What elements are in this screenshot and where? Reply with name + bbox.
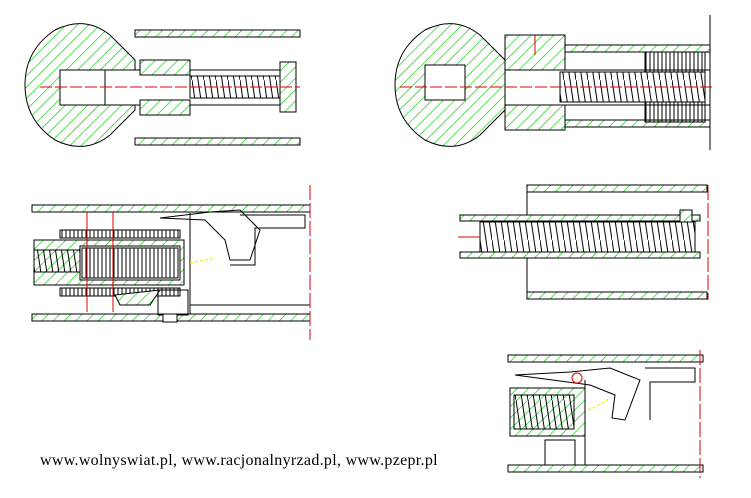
section-view-4 bbox=[458, 184, 709, 300]
section-view-3 bbox=[31, 185, 311, 340]
section-view-5 bbox=[507, 350, 704, 478]
section-view-2 bbox=[394, 15, 715, 150]
section-view-1 bbox=[24, 23, 301, 147]
website-links-caption: www.wolnyswiat.pl, www.racjonalnyrzad.pl… bbox=[40, 452, 438, 469]
